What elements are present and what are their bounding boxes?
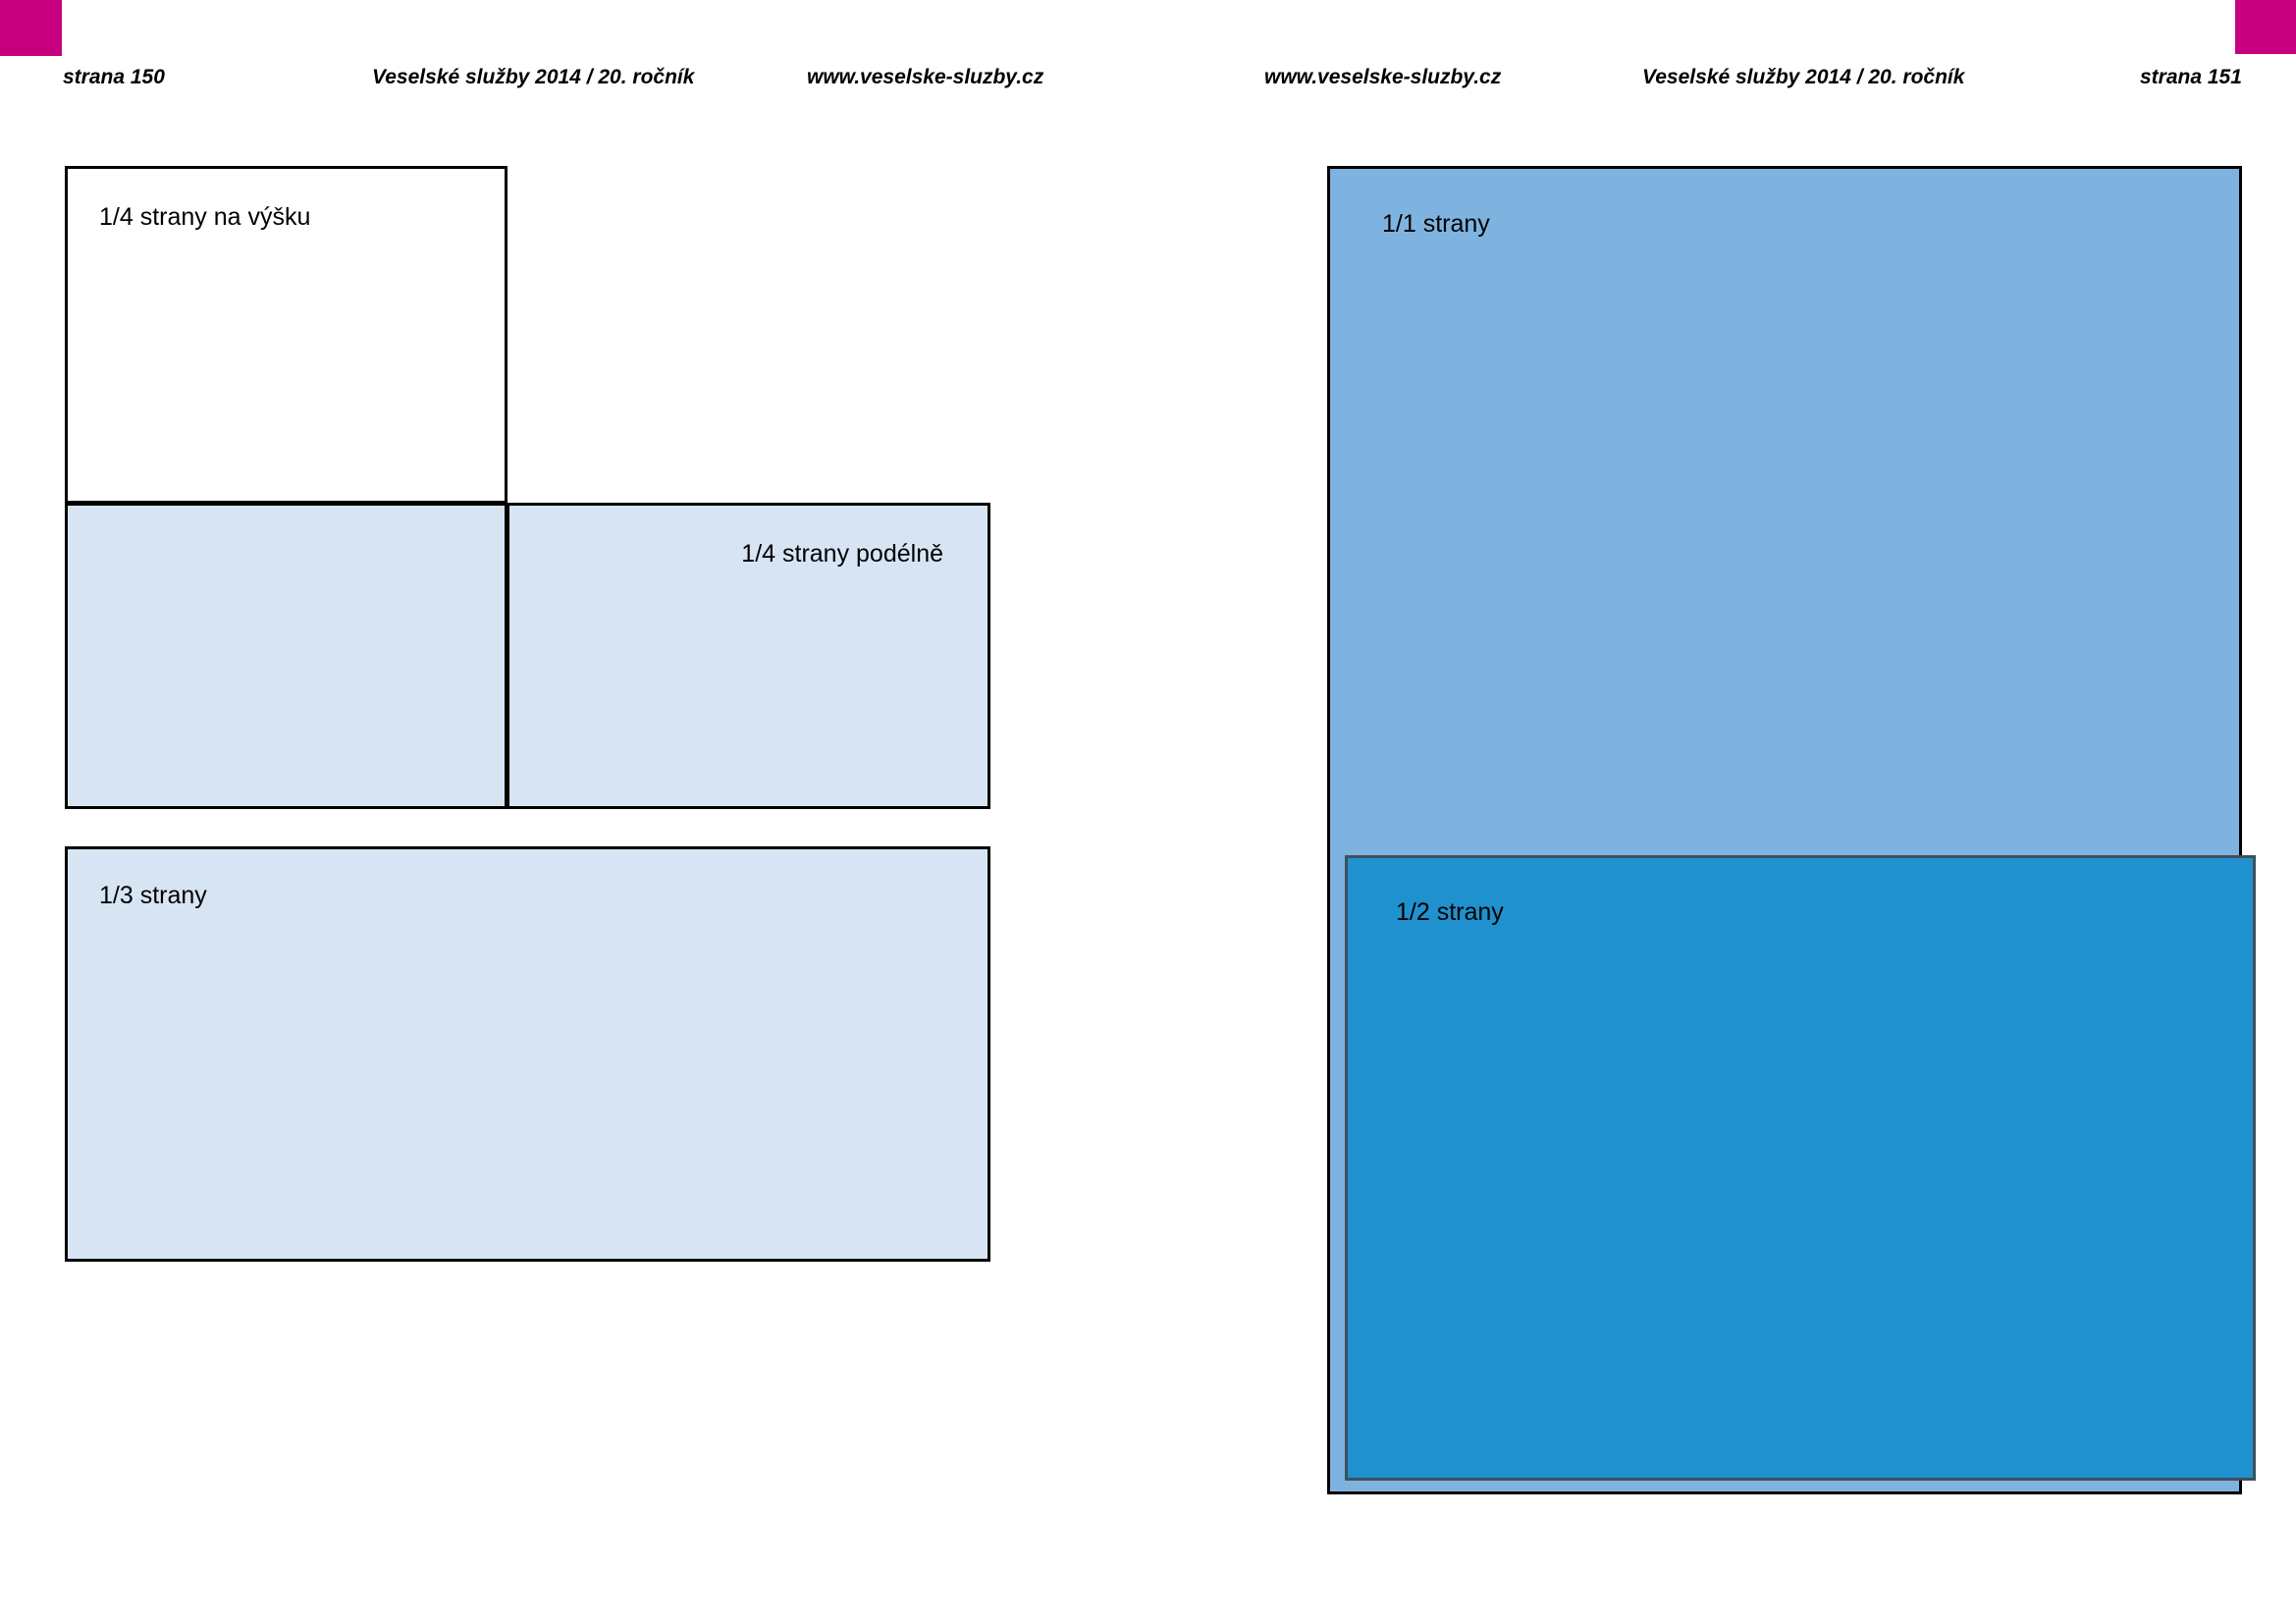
ad-format-box-quarter-page-portrait: 1/4 strany na výšku xyxy=(65,166,507,504)
right-publication-title: Veselské služby 2014 / 20. ročník xyxy=(1642,66,1965,88)
ad-format-box-half-page: 1/2 strany xyxy=(1345,855,2256,1481)
top-right-magenta-mark xyxy=(2235,0,2296,54)
left-page-number: strana 150 xyxy=(63,66,165,88)
right-website-url: www.veselske-sluzby.cz xyxy=(1264,66,1502,88)
right-page-number: strana 151 xyxy=(2140,66,2242,88)
ad-format-box-quarter-page-landscape-left-half xyxy=(65,503,507,809)
ad-format-label-full-page: 1/1 strany xyxy=(1382,210,1490,238)
ad-format-label-half-page: 1/2 strany xyxy=(1396,898,1504,926)
top-left-magenta-mark xyxy=(0,0,62,56)
running-head: strana 150 Veselské služby 2014 / 20. ro… xyxy=(0,65,2296,90)
left-publication-title: Veselské služby 2014 / 20. ročník xyxy=(372,66,695,88)
ad-format-label-quarter-page-portrait: 1/4 strany na výšku xyxy=(99,203,311,231)
ad-format-label-quarter-page-landscape: 1/4 strany podélně xyxy=(741,540,943,568)
ad-format-label-third-page: 1/3 strany xyxy=(99,882,207,909)
ad-format-box-quarter-page-landscape: 1/4 strany podélně xyxy=(507,503,990,809)
left-website-url: www.veselske-sluzby.cz xyxy=(807,66,1044,88)
ad-format-box-third-page: 1/3 strany xyxy=(65,846,990,1262)
